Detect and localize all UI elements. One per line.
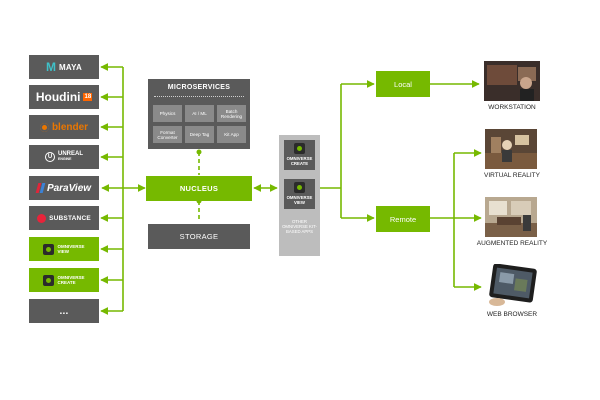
blender-logo-icon	[39, 122, 49, 132]
service-kit-app: Kit App	[217, 126, 246, 143]
app-paraview: ParaView	[29, 176, 99, 200]
app-label: UNREAL ENGINE	[58, 151, 83, 162]
service-batch-rendering: Batch Rendering	[217, 105, 246, 122]
label-line1: OMNIVERSE	[286, 195, 313, 200]
label-line2: CREATE	[57, 280, 76, 285]
workstation-label: WORKSTATION	[488, 104, 536, 111]
remote-box: Remote	[376, 206, 430, 232]
app-unreal: U UNREAL ENGINE	[29, 145, 99, 169]
app-label: MAYA	[59, 62, 82, 72]
paraview-logo-icon	[35, 183, 46, 193]
app-label: OMNIVERSE CREATE	[57, 275, 84, 285]
virtual-reality-label: VIRTUAL REALITY	[484, 172, 540, 179]
omniverse-icon	[43, 274, 55, 286]
web-browser-label: WEB BROWSER	[486, 311, 538, 318]
client-omniverse-create: OMNIVERSE CREATE	[284, 140, 315, 170]
storage-box: STORAGE	[148, 224, 250, 249]
augmented-reality-label: AUGMENTED REALITY	[476, 240, 548, 247]
app-label: Houdini	[35, 90, 81, 104]
label-line1: OMNIVERSE	[286, 156, 313, 161]
microservices-title: MICROSERVICES	[167, 84, 231, 91]
label-line2: VIEW	[57, 249, 69, 254]
app-blender: blender	[29, 115, 99, 139]
client-apps-panel: OMNIVERSE CREATE OMNIVERSE VIEW OTHER OM…	[279, 135, 320, 256]
label-line2: VIEW	[294, 200, 305, 205]
omniverse-icon	[294, 143, 305, 154]
app-omniverse-view: OMNIVERSE VIEW	[29, 237, 99, 261]
service-format-converter: Format Converter	[153, 126, 182, 143]
label-line2: CREATE	[290, 161, 309, 166]
divider	[154, 96, 244, 97]
app-maya: M MAYA	[29, 55, 99, 79]
workstation-image	[484, 61, 540, 101]
app-label: OMNIVERSE VIEW	[57, 244, 84, 254]
local-box: Local	[376, 71, 430, 97]
app-more: ...	[29, 299, 99, 323]
unreal-name: UNREAL	[58, 151, 83, 157]
app-houdini: Houdini 18	[29, 85, 99, 109]
microservices-panel: MICROSERVICES Physics AI / ML Batch Rend…	[148, 79, 250, 149]
client-omniverse-view: OMNIVERSE VIEW	[284, 179, 315, 209]
label-line1: OMNIVERSE	[57, 275, 85, 280]
app-substance: SUBSTANCE	[29, 206, 99, 230]
maya-logo-icon: M	[46, 60, 57, 74]
unreal-logo-icon: U	[45, 152, 55, 162]
virtual-reality-image	[485, 129, 537, 169]
client-label: OMNIVERSE CREATE	[287, 156, 313, 166]
service-physics: Physics	[153, 105, 182, 122]
app-label: ParaView	[46, 182, 92, 194]
substance-logo-icon	[37, 213, 47, 223]
omniverse-icon	[43, 243, 55, 255]
client-label: OMNIVERSE VIEW	[287, 195, 313, 205]
nucleus-box: NUCLEUS	[146, 176, 252, 201]
omniverse-icon	[294, 182, 305, 193]
label-line1: OMNIVERSE	[57, 244, 85, 249]
augmented-reality-image	[485, 197, 537, 237]
unreal-sub: ENGINE	[58, 157, 72, 161]
service-deep-tag: Deep Tag	[185, 126, 214, 143]
service-ai-ml: AI / ML	[185, 105, 214, 122]
other-kit-apps-label: OTHER OMNIVERSE KIT-BASED APPS	[282, 219, 317, 234]
app-label: SUBSTANCE	[49, 214, 91, 222]
web-browser-image	[489, 264, 537, 306]
app-omniverse-create: OMNIVERSE CREATE	[29, 268, 99, 292]
more-ellipsis: ...	[59, 305, 69, 317]
app-label: blender	[51, 121, 89, 133]
houdini-version-badge: 18	[83, 93, 93, 101]
